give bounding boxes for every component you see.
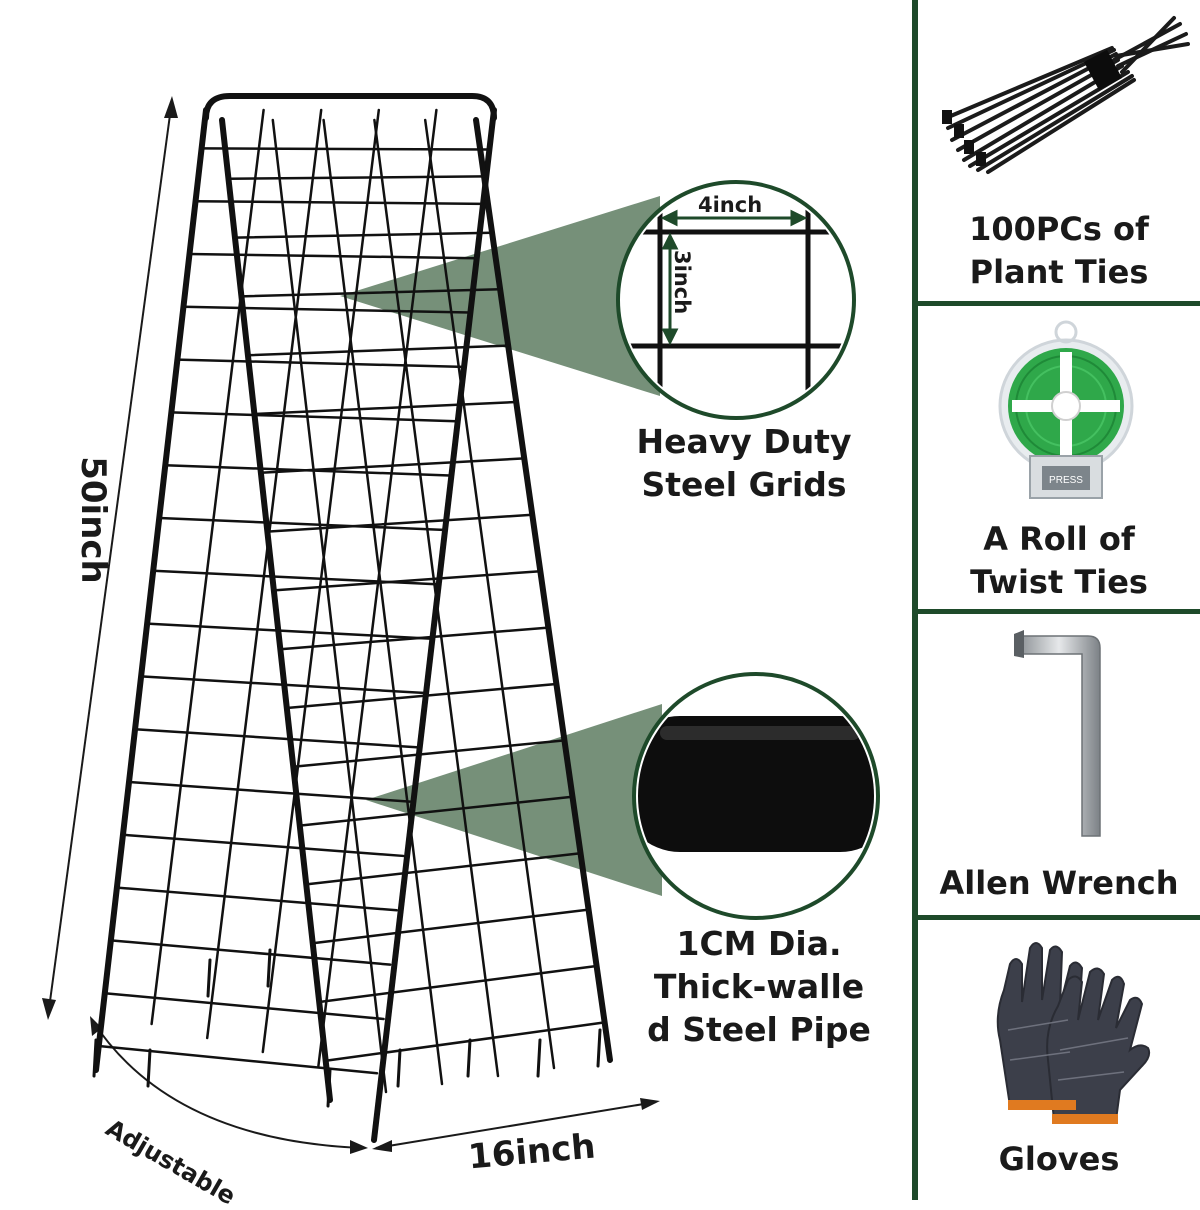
back-grid-horizontal — [103, 991, 385, 1021]
accessory-label: Gloves — [998, 1140, 1120, 1178]
back-grid-vertical — [150, 108, 265, 1026]
height-dimension-line — [47, 99, 173, 1017]
grid-zoom-circle — [616, 180, 856, 420]
front-grid-horizontal — [240, 287, 502, 298]
back-grid-horizontal — [170, 411, 458, 423]
front-grid-horizontal — [279, 626, 550, 651]
front-grid-horizontal — [311, 908, 590, 945]
front-right-rail — [473, 117, 613, 1063]
back-grid-horizontal — [182, 305, 471, 314]
back-grid-horizontal — [200, 147, 491, 151]
front-grid-vertical — [373, 118, 500, 1078]
accessory-label: 100PCs of Plant Ties — [969, 210, 1149, 291]
allen-wrench-icon — [1014, 630, 1101, 837]
ground-stake — [396, 1048, 402, 1088]
back-grid-horizontal — [145, 622, 432, 640]
front-grid-horizontal — [298, 795, 574, 827]
back-grid-vertical — [317, 108, 438, 1068]
back-grid-vertical — [261, 108, 381, 1054]
ground-stake — [326, 1068, 332, 1108]
ground-stake — [596, 1028, 602, 1068]
adjustable-arc — [91, 1019, 363, 1149]
front-grid-horizontal — [285, 682, 558, 710]
a-frame-trellis-illustration — [42, 93, 880, 1154]
ground-stake — [536, 1038, 542, 1078]
grid-callout-label: Heavy Duty Steel Grids — [636, 422, 852, 504]
cable-ties-icon — [942, 16, 1190, 174]
gloves-icon — [996, 942, 1151, 1124]
front-grid-horizontal — [253, 400, 518, 416]
front-grid-horizontal — [304, 851, 582, 886]
back-right-rail — [371, 107, 497, 1143]
front-grid-horizontal — [317, 964, 598, 1004]
pipe-zoom-circle — [632, 672, 880, 920]
accessory-plant-ties: 100PCs of Plant Ties — [918, 0, 1200, 306]
width-dimension-line — [375, 1101, 657, 1149]
top-arch — [203, 93, 497, 121]
ground-stake — [206, 958, 212, 998]
accessory-allen-wrench: Allen Wrench — [918, 614, 1200, 920]
twist-tie-roll-icon: PRESS — [998, 320, 1134, 499]
front-grid-horizontal — [227, 175, 486, 181]
pipe-callout-label: 1CM Dia. Thick-walle d Steel Pipe — [647, 924, 871, 1049]
back-left-rail — [93, 107, 209, 1073]
grid-height-label: 3inch — [670, 250, 694, 315]
back-grid-horizontal — [194, 199, 484, 206]
back-grid-horizontal — [109, 939, 392, 966]
trellis-frame — [92, 93, 613, 1143]
front-grid-vertical — [423, 118, 556, 1070]
front-grid-horizontal — [246, 344, 510, 357]
reel-press-text: PRESS — [1049, 475, 1083, 486]
front-grid-vertical — [322, 118, 444, 1086]
front-grid-horizontal — [324, 1021, 606, 1063]
back-grid-horizontal — [127, 780, 412, 803]
front-grid-horizontal — [259, 457, 526, 475]
accessory-label: Allen Wrench — [939, 864, 1179, 902]
back-grid-horizontal — [115, 886, 399, 912]
pipe-callout-cone — [366, 704, 662, 896]
ground-stake — [92, 1038, 98, 1078]
back-grid-horizontal — [139, 675, 425, 695]
accessory-twist-ties: PRESS A Roll of Twist Ties — [918, 306, 1200, 614]
back-grid-horizontal — [133, 727, 418, 749]
front-grid-horizontal — [266, 513, 534, 533]
back-grid-horizontal — [121, 833, 405, 858]
back-grid-horizontal — [176, 358, 465, 369]
front-grid-horizontal — [233, 231, 494, 239]
grid-width-label: 4inch — [698, 193, 763, 217]
accessories-panel: 100PCs of Plant Ties PRES — [912, 0, 1200, 1200]
ground-stake — [146, 1048, 152, 1088]
accessory-label: A Roll of Twist Ties — [970, 520, 1148, 601]
front-grid-horizontal — [272, 569, 542, 592]
ground-stake — [266, 948, 272, 988]
back-grid-horizontal — [188, 252, 478, 260]
front-grid-vertical — [271, 118, 388, 1094]
front-grid-horizontal — [292, 739, 566, 769]
back-grid-horizontal — [158, 516, 445, 532]
accessory-gloves: Gloves — [918, 920, 1200, 1200]
back-grid-vertical — [205, 108, 323, 1040]
front-left-rail — [219, 117, 333, 1103]
height-dimension-label: 50inch — [73, 456, 113, 584]
ground-stake — [466, 1038, 472, 1078]
